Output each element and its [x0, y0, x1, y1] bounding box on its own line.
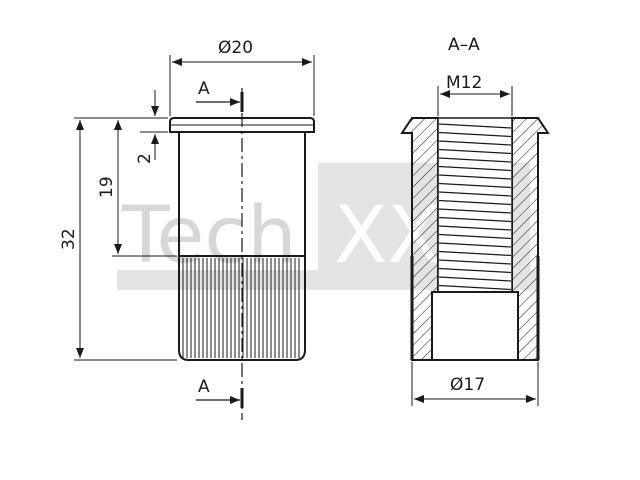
side-view: A A Ø20 32 19 2	[59, 38, 315, 420]
side-view-head	[169, 117, 315, 133]
thread-line	[438, 165, 512, 172]
section-view: A–A M12 Ø17	[400, 35, 550, 406]
thread-line	[438, 216, 512, 223]
section-label-top: A	[198, 79, 210, 99]
side-view-knurl	[178, 255, 306, 361]
thread-line	[438, 250, 512, 257]
section-title: A–A	[448, 35, 480, 55]
watermark-text-left: Tech	[121, 191, 297, 281]
thread-line	[438, 276, 512, 282]
thread-line	[438, 157, 512, 163]
dim-thread-m12: M12	[446, 73, 482, 93]
thread-line	[438, 242, 512, 248]
dim-head-2: 2	[135, 153, 155, 164]
section-thread	[438, 123, 512, 291]
section-label-bottom: A	[198, 377, 210, 397]
thread-line	[438, 131, 512, 138]
thread-line	[438, 148, 512, 155]
thread-line	[438, 191, 512, 197]
side-view-shank	[178, 132, 306, 256]
dim-length-19: 19	[97, 176, 117, 198]
thread-line	[438, 123, 512, 129]
thread-line	[438, 208, 512, 214]
section-bore	[431, 291, 519, 361]
thread-line	[438, 267, 512, 274]
thread-line	[438, 182, 512, 189]
thread-line	[438, 140, 512, 146]
thread-line	[438, 259, 512, 265]
thread-line	[438, 174, 512, 180]
dim-diameter-20: Ø20	[218, 38, 253, 58]
thread-line	[438, 225, 512, 231]
dim-diameter-17: Ø17	[450, 375, 485, 395]
thread-line	[438, 233, 512, 240]
thread-line	[438, 284, 512, 291]
thread-line	[438, 199, 512, 206]
dim-length-32: 32	[59, 228, 79, 250]
